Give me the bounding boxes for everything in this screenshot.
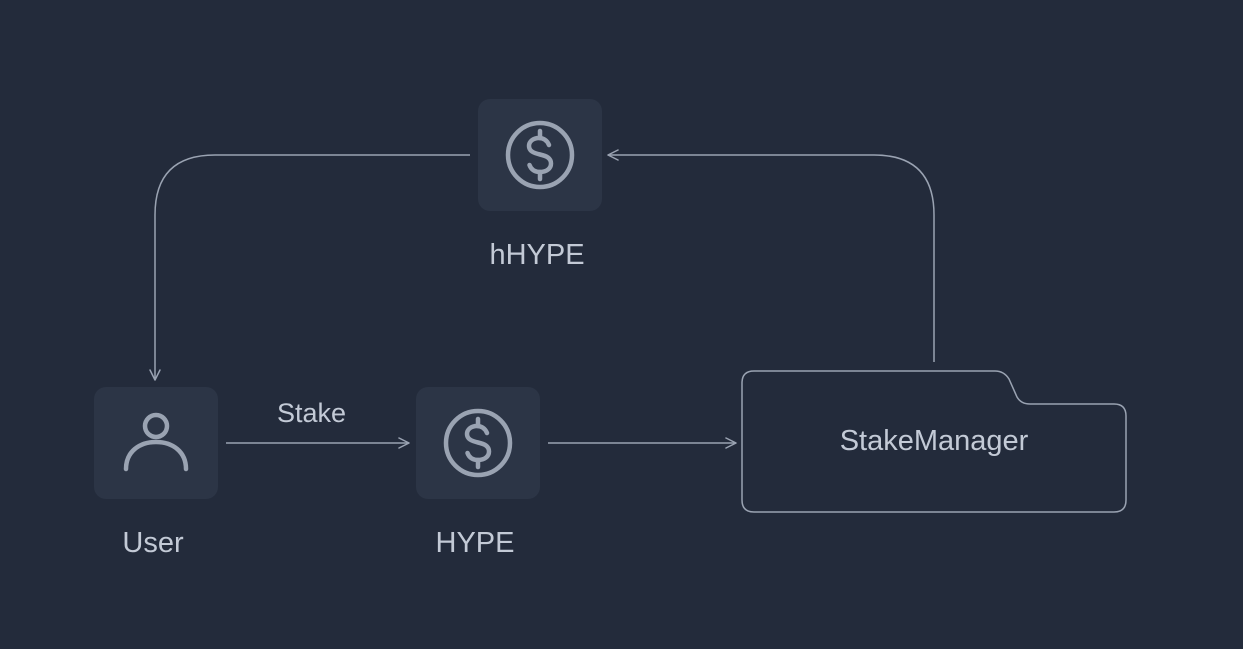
hhype-label: hHYPE bbox=[489, 239, 585, 271]
stakemanager-label: StakeManager bbox=[839, 425, 1029, 457]
stakemanager-folder-shape bbox=[741, 370, 1127, 513]
dollar-coin-icon bbox=[505, 120, 575, 190]
stake-edge-label: Stake bbox=[277, 398, 347, 428]
hype-node[interactable] bbox=[416, 387, 540, 499]
user-label: User bbox=[122, 527, 184, 559]
hhype-node[interactable] bbox=[478, 99, 602, 211]
user-icon bbox=[123, 412, 189, 472]
user-node[interactable] bbox=[94, 387, 218, 499]
dollar-coin-icon bbox=[443, 408, 513, 478]
edge-stakemanager-to-hhype bbox=[607, 149, 935, 362]
edge-hhype-to-user bbox=[149, 154, 470, 381]
hype-label: HYPE bbox=[435, 527, 515, 559]
